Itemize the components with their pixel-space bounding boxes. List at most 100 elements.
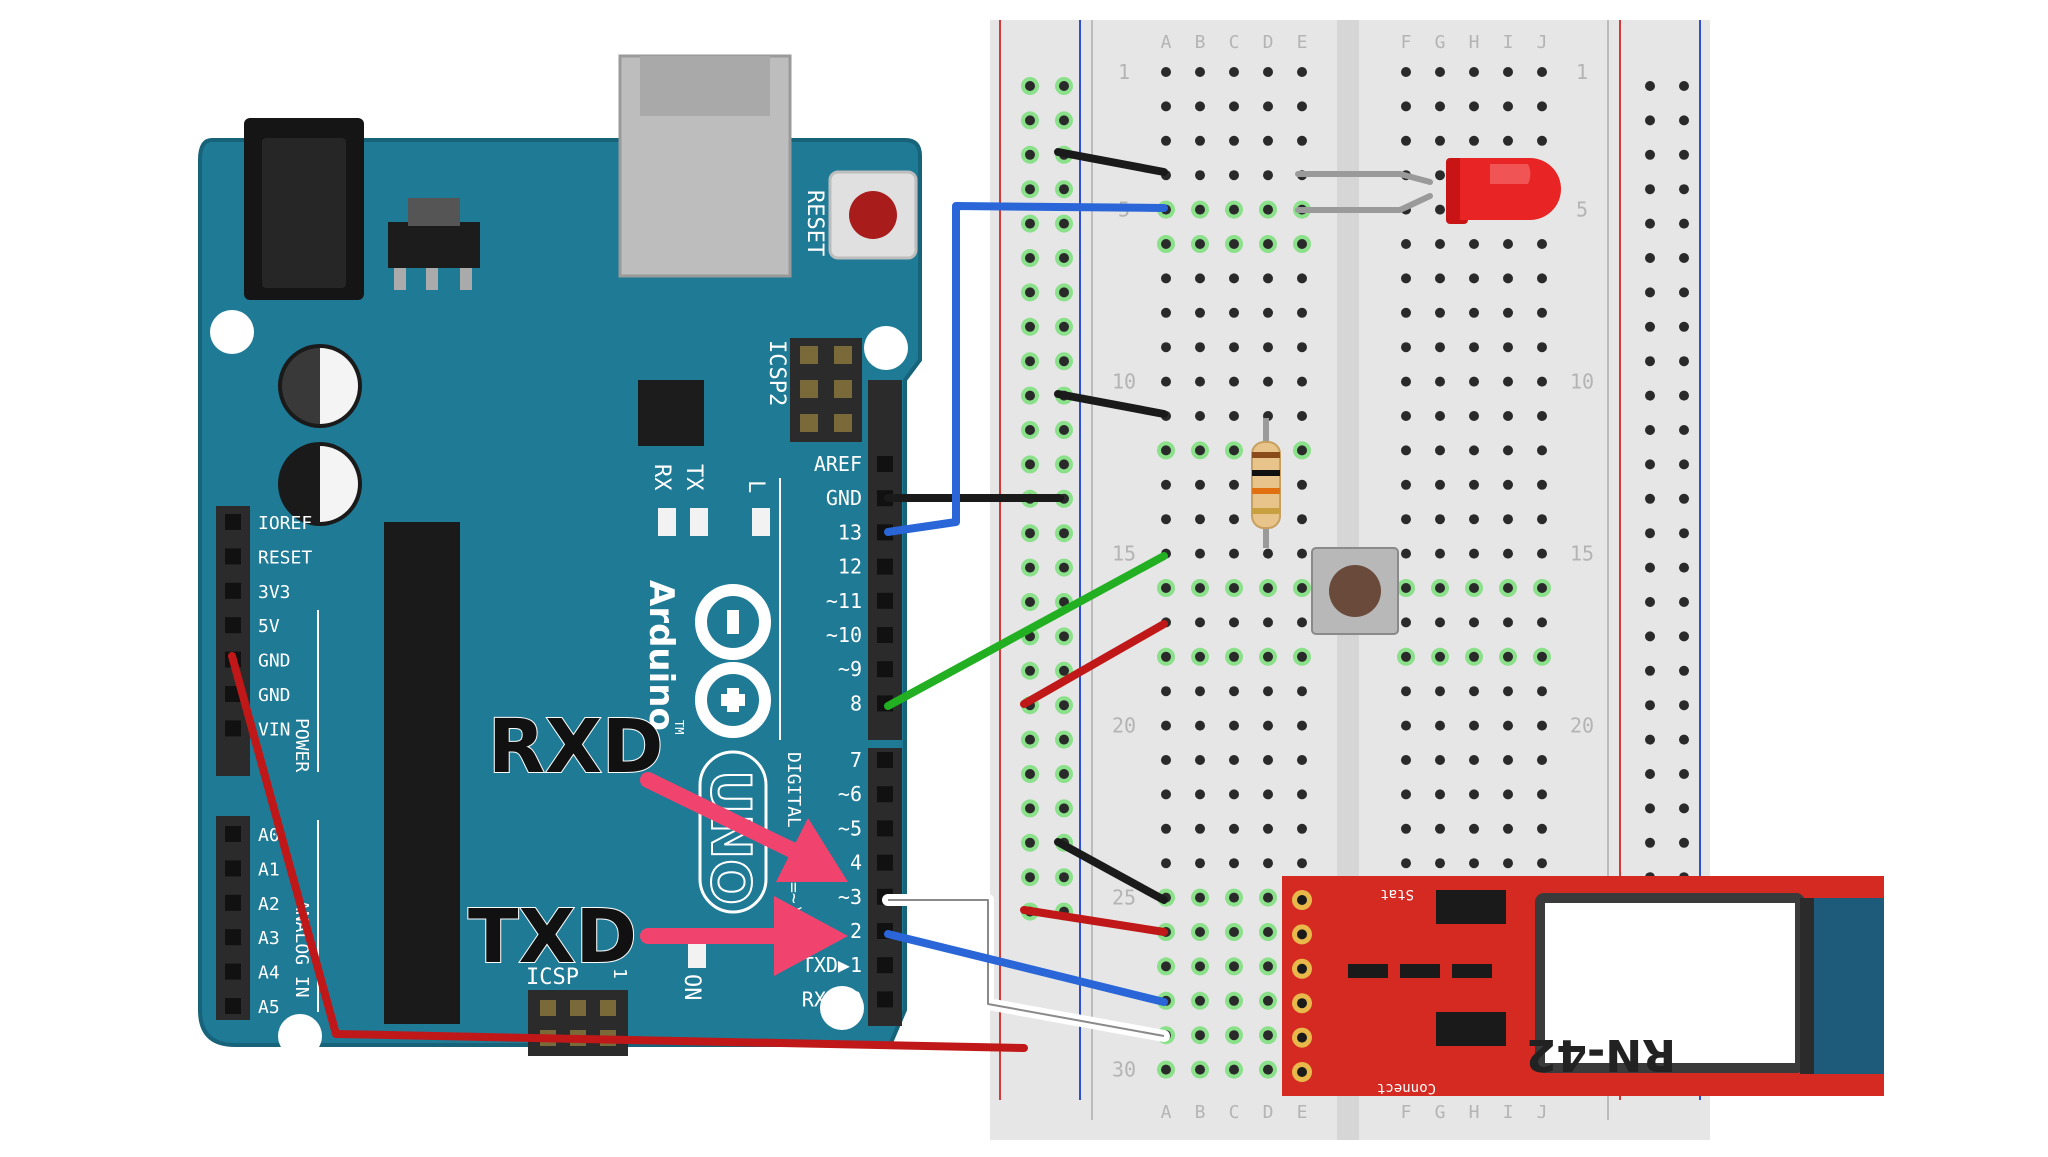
breadboard-hole — [1401, 273, 1411, 284]
breadboard-hole — [1435, 789, 1445, 800]
breadboard-hole — [1503, 273, 1513, 284]
digital-pin-label: 13 — [838, 520, 862, 544]
digital-pin-label: ~11 — [826, 589, 862, 613]
breadboard-hole — [1229, 307, 1239, 318]
icsp-label: ICSP — [526, 965, 579, 990]
breadboard-hole — [1195, 927, 1205, 937]
breadboard-hole — [1469, 720, 1479, 731]
breadboard-hole — [1195, 789, 1205, 800]
power-pin-socket — [225, 582, 241, 599]
breadboard-column-letter: D — [1263, 32, 1274, 53]
analog-pin-label: A4 — [258, 963, 280, 984]
breadboard-hole — [1229, 720, 1239, 731]
regulator-pin — [460, 268, 472, 290]
txd-label: TXD — [468, 894, 637, 980]
breadboard-hole — [1161, 376, 1171, 387]
icsp2-label: ICSP2 — [764, 340, 789, 406]
icsp-header — [528, 990, 628, 1056]
breadboard-column-letter: H — [1469, 1102, 1480, 1123]
breadboard-hole — [1229, 858, 1239, 869]
digital-pin-socket — [877, 456, 893, 472]
digital-pin-socket — [877, 854, 893, 871]
breadboard-hole — [1401, 583, 1411, 593]
breadboard-hole — [1229, 1064, 1239, 1075]
breadboard-hole — [1401, 411, 1411, 421]
analog-pin-socket — [225, 826, 241, 842]
digital-pin-label: ~6 — [838, 782, 862, 806]
breadboard-hole — [1297, 445, 1307, 456]
breadboard-hole — [1401, 651, 1411, 662]
breadboard-hole — [1469, 858, 1479, 869]
arduino-logo — [695, 584, 771, 738]
breadboard-row-number: 10 — [1570, 370, 1594, 394]
breadboard-hole — [1195, 1064, 1205, 1075]
rxd-label: RXD — [488, 704, 663, 790]
breadboard-hole — [1195, 170, 1205, 181]
mounting-hole — [278, 1014, 322, 1058]
breadboard-hole — [1297, 239, 1307, 249]
breadboard-row-number: 5 — [1576, 198, 1588, 222]
breadboard-hole — [1401, 445, 1411, 456]
rail-hole — [1059, 769, 1069, 779]
digital-pin-socket — [877, 592, 893, 609]
breadboard-hole — [1537, 789, 1547, 800]
power-pin-socket — [225, 617, 241, 634]
red-led — [1446, 158, 1561, 224]
rail-hole — [1059, 528, 1069, 539]
breadboard-hole — [1195, 445, 1205, 456]
breadboard-hole — [1401, 789, 1411, 800]
breadboard-hole — [1435, 411, 1445, 421]
breadboard-hole — [1297, 548, 1307, 559]
rail-hole — [1025, 665, 1035, 676]
breadboard-hole — [1229, 892, 1239, 903]
rail-hole — [1059, 734, 1069, 745]
rail-hole — [1025, 528, 1035, 539]
breadboard-hole — [1161, 961, 1171, 972]
breadboard-hole — [1263, 1030, 1273, 1041]
module-component — [1436, 890, 1506, 924]
rail-hole — [1679, 81, 1689, 91]
arduino-brand-label: Arduino — [641, 580, 681, 731]
breadboard-hole — [1229, 273, 1239, 284]
rail-hole — [1679, 493, 1689, 504]
breadboard-hole — [1401, 755, 1411, 765]
breadboard-column-letter: B — [1195, 1102, 1206, 1123]
breadboard-hole — [1229, 548, 1239, 559]
breadboard-hole — [1401, 479, 1411, 490]
breadboard-column-letter: B — [1195, 32, 1206, 53]
breadboard-hole — [1195, 376, 1205, 387]
breadboard-hole — [1229, 135, 1239, 146]
rail-hole — [1645, 356, 1655, 367]
mounting-hole — [864, 326, 908, 370]
breadboard-hole — [1401, 307, 1411, 318]
breadboard-hole — [1469, 135, 1479, 146]
rail-hole — [1025, 253, 1035, 263]
rail-hole — [1025, 872, 1035, 883]
rail-hole — [1025, 115, 1035, 126]
rail-hole — [1025, 425, 1035, 435]
rail-hole — [1059, 218, 1069, 229]
breadboard-hole — [1503, 307, 1513, 318]
breadboard-hole — [1229, 617, 1239, 628]
rail-hole — [1679, 218, 1689, 229]
rail-hole — [1679, 734, 1689, 745]
breadboard-hole — [1161, 686, 1171, 697]
rail-hole — [1059, 321, 1069, 332]
rail-hole — [1679, 425, 1689, 435]
l-led-label: L — [743, 480, 768, 493]
breadboard-row-number: 30 — [1112, 1058, 1136, 1082]
mounting-hole — [820, 986, 864, 1030]
reset-label: RESET — [802, 190, 827, 256]
digital-pin-label: ~5 — [838, 816, 862, 840]
breadboard-hole — [1161, 273, 1171, 284]
breadboard-column-letter: C — [1229, 32, 1240, 53]
breadboard-hole — [1263, 376, 1273, 387]
rail-hole — [1645, 218, 1655, 229]
breadboard-hole — [1503, 445, 1513, 456]
breadboard-column-letter: G — [1435, 32, 1446, 53]
rail-hole — [1645, 115, 1655, 126]
breadboard-hole — [1229, 411, 1239, 421]
breadboard-hole — [1537, 858, 1547, 869]
breadboard-hole — [1161, 445, 1171, 456]
